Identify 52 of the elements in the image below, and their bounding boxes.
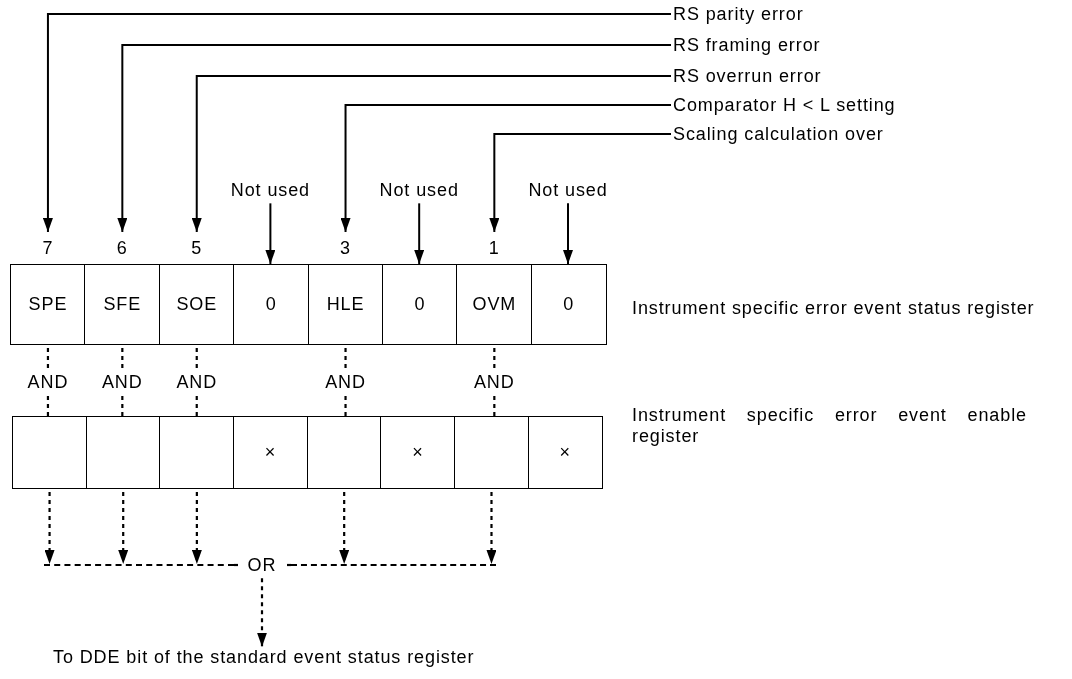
register-cell: 0 bbox=[530, 264, 607, 345]
dashed-arrow bbox=[257, 578, 267, 647]
note-text: Not used bbox=[379, 179, 459, 201]
register-cell: HLE bbox=[307, 264, 384, 345]
arrow bbox=[340, 104, 672, 233]
bit-number: 3 bbox=[340, 237, 351, 259]
dashed-arrow bbox=[118, 492, 129, 564]
register-label: Instrument specific error event enable register bbox=[632, 405, 1027, 447]
bus-line bbox=[44, 564, 234, 566]
note-text: Not used bbox=[528, 179, 608, 201]
register-cell: SPE bbox=[10, 264, 86, 345]
register-cell bbox=[306, 416, 382, 489]
note-text: Not used bbox=[230, 179, 310, 201]
arrow bbox=[489, 133, 672, 233]
arrow bbox=[563, 202, 573, 265]
register-cell: SOE bbox=[158, 264, 235, 345]
description-text: RS overrun error bbox=[673, 65, 822, 87]
arrow bbox=[42, 13, 672, 233]
register-cell: × bbox=[380, 416, 456, 489]
dashed-arrow bbox=[486, 492, 497, 564]
bit-number: 6 bbox=[116, 237, 128, 259]
edge-label: AND bbox=[323, 371, 368, 393]
register-cell: 0 bbox=[233, 264, 310, 345]
bus-line bbox=[291, 564, 496, 566]
arrow bbox=[117, 44, 672, 233]
dashed-arrow bbox=[44, 492, 55, 564]
register-cell: SFE bbox=[84, 264, 161, 345]
bit-number: 7 bbox=[42, 237, 54, 259]
arrow bbox=[265, 202, 276, 265]
register-cell bbox=[12, 416, 88, 489]
dotted-line bbox=[284, 563, 291, 567]
bit-number: 1 bbox=[488, 237, 500, 259]
arrow bbox=[414, 202, 425, 265]
register-cell: OVM bbox=[456, 264, 533, 345]
dashed-arrow bbox=[191, 492, 202, 564]
description-text: Comparator H < L setting bbox=[673, 94, 896, 116]
arrow bbox=[191, 75, 672, 233]
register-cell bbox=[159, 416, 235, 489]
description-text: RS parity error bbox=[673, 3, 804, 25]
register-cell: × bbox=[527, 416, 603, 489]
dashed-arrow bbox=[339, 492, 350, 564]
register-cell bbox=[85, 416, 161, 489]
register-cell bbox=[453, 416, 530, 489]
description-text: RS framing error bbox=[673, 34, 821, 56]
destination-text: To DDE bit of the standard event status register bbox=[53, 646, 475, 668]
register-cell: 0 bbox=[382, 264, 458, 345]
operator-label: OR bbox=[239, 554, 285, 576]
description-text: Scaling calculation over bbox=[673, 123, 884, 145]
bit-number: 5 bbox=[191, 237, 203, 259]
register-label: Instrument specific error event status register bbox=[632, 297, 1035, 319]
dotted-line bbox=[234, 563, 240, 567]
register-cell: × bbox=[232, 416, 309, 489]
